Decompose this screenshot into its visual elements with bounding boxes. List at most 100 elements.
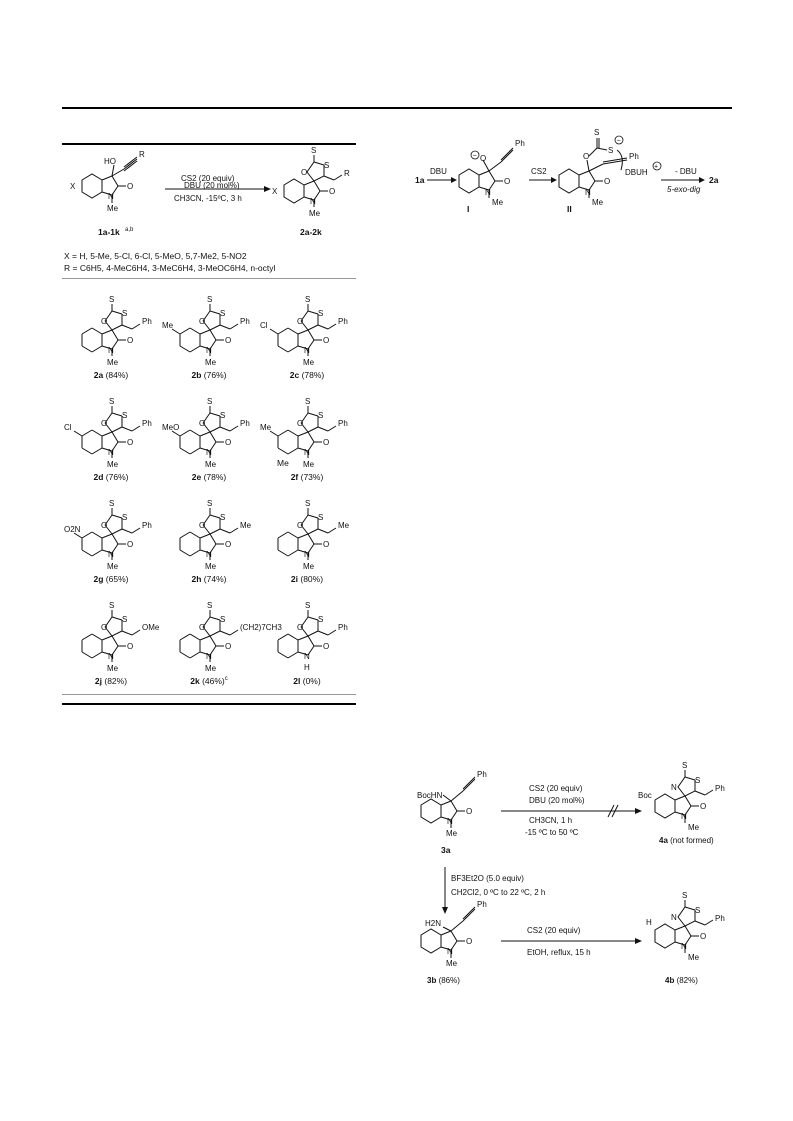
compound-2j-yield: (82%) [102, 676, 128, 686]
s2-cond1-line2: DBU (20 mol%) [529, 796, 585, 805]
compound-2j-id: 2j [94, 676, 103, 686]
compound-2i-bond-7 [307, 533, 315, 545]
compound-2j-bond-7 [111, 635, 119, 647]
compound-2l-id: 2l [293, 676, 301, 686]
compound-2c-bond-13 [307, 310, 319, 315]
s2-4a-s2: S [695, 776, 700, 785]
compound-2k-bond-8 [209, 645, 217, 656]
compound-2g-yield: (65%) [103, 574, 129, 584]
compound-2f-side-group: Ph [338, 419, 348, 428]
compound-2g-bond-18 [131, 527, 141, 534]
s2-4b-label: 4b (82%) [665, 976, 698, 985]
compound-2c-id: 2c [289, 370, 300, 380]
compound-2k-yield-sup: c [224, 676, 228, 683]
compound-2h-side-group: Me [240, 521, 252, 530]
s2-4b-me: Me [688, 953, 700, 962]
s2-4b-h: H [646, 918, 652, 927]
compound-2e-bond-7 [209, 431, 217, 443]
compound-2a-side-group: Ph [142, 317, 152, 326]
compound-2g-ring-s: S [122, 513, 127, 522]
compound-2h-n-me: Me [205, 562, 217, 571]
compound-2g-n-me: Me [107, 562, 119, 571]
compound-2g-bond-0 [81, 531, 93, 539]
compound-2d-carbonyl-o: O [127, 438, 133, 447]
compound-2b-thione-s: S [207, 295, 212, 304]
compound-2i-thione-s: S [305, 499, 310, 508]
compound-2b-bond-4 [179, 345, 191, 353]
compound-2c-carbonyl-o: O [323, 336, 329, 345]
s2-cond1-line4: -15 ºC to 50 ºC [525, 828, 579, 837]
compound-2i-side-group: Me [338, 521, 350, 530]
compound-2g-n: N [108, 550, 114, 559]
compound-2i-ring-s: S [318, 513, 323, 522]
compound-2d-bond-1 [91, 429, 103, 437]
s2-3b-o: O [466, 937, 472, 946]
compound-2b-bond-0 [179, 327, 191, 335]
compound-2j-bond-1 [91, 633, 103, 641]
compound-2c-thione-s: S [305, 295, 310, 304]
compound-2g-side-group: Ph [142, 521, 152, 530]
compound-2k-bond-12 [202, 616, 211, 628]
compound-2e-thione-s: S [207, 397, 212, 406]
s2-4a-me: Me [688, 823, 700, 832]
s2-4b-s1: S [682, 891, 687, 900]
compound-2a-bond-3 [91, 345, 103, 353]
scheme2-scheme: BocHN Ph O N Me 3a CS2 (20 equiv) DBU (2… [417, 761, 725, 985]
compound-2f-bond-12 [300, 412, 309, 424]
compound-2g-carbonyl-o: O [127, 540, 133, 549]
compound-2e-id: 2e [191, 472, 202, 482]
mech-ii-o2: O [604, 177, 610, 186]
mech-int1-label: I [467, 204, 469, 214]
compound-2c-side-group: Ph [338, 317, 348, 326]
compound-2a-bond-0 [81, 327, 93, 335]
x-substituent-list: X = H, 5-Me, 5-Cl, 6-Cl, 5-MeO, 5,7-Me2,… [64, 251, 247, 261]
compound-2b-bond-9 [199, 345, 211, 350]
compound-2d-bond-17 [121, 426, 133, 432]
compound-2j-bond-9 [101, 651, 113, 656]
compound-2j-bond-8 [111, 645, 119, 656]
compound-2k-bond-1 [189, 633, 201, 641]
compound-2f-bond-20 [269, 430, 279, 437]
product-compound-label: 2a-2k [300, 227, 322, 237]
compound-2e-n-me: Me [205, 460, 217, 469]
compound-2a-ring-o: O [101, 317, 107, 326]
compound-2c-ring-substituent: Cl [260, 321, 268, 330]
compound-2l-ring-o: O [297, 623, 303, 632]
compound-2a-bond-12 [104, 310, 113, 322]
reagent-line1: CS2 (20 equiv) [181, 174, 235, 183]
compound-2b-bond-7 [209, 329, 217, 341]
compound-2l-side-group: Ph [338, 623, 348, 632]
compound-2k-id: 2k [190, 676, 200, 686]
compound-2d-bond-9 [101, 447, 113, 452]
compound-2c-bond-4 [277, 345, 289, 353]
compound-2b-carbonyl-o: O [225, 336, 231, 345]
compound-2b-bond-1 [189, 327, 201, 335]
compound-2a-bond-6 [101, 329, 113, 335]
page-top-rule [62, 107, 732, 109]
s2-cond1-line1: CS2 (20 equiv) [529, 784, 583, 793]
compound-2f-n: N [304, 448, 310, 457]
s2-cond2-line2: CH2Cl2, 0 ºC to 22 ºC, 2 h [451, 888, 545, 897]
reactant-r-label: R [139, 150, 145, 159]
s2-h2n-label: H2N [425, 919, 441, 928]
s2-3a-ph: Ph [477, 770, 487, 779]
mech-cs2-label: CS2 [531, 167, 547, 176]
s2-4b-n: N [671, 913, 677, 922]
compound-2d-id: 2d [93, 472, 104, 482]
product-s-ring: S [324, 161, 329, 170]
compound-2f-n-me: Me [303, 460, 315, 469]
compound-2b-bond-17 [219, 324, 231, 330]
compound-2b-bond-13 [209, 310, 221, 315]
compound-2g-bond-4 [81, 549, 93, 557]
compound-2d-side-group: Ph [142, 419, 152, 428]
mech-i-ph: Ph [515, 139, 525, 148]
s2-3b-n: N [447, 947, 453, 956]
compound-2a-bond-13 [111, 310, 123, 315]
compound-2l-bond-12 [300, 616, 309, 628]
reactant-compound-sup: a,b [125, 227, 134, 233]
